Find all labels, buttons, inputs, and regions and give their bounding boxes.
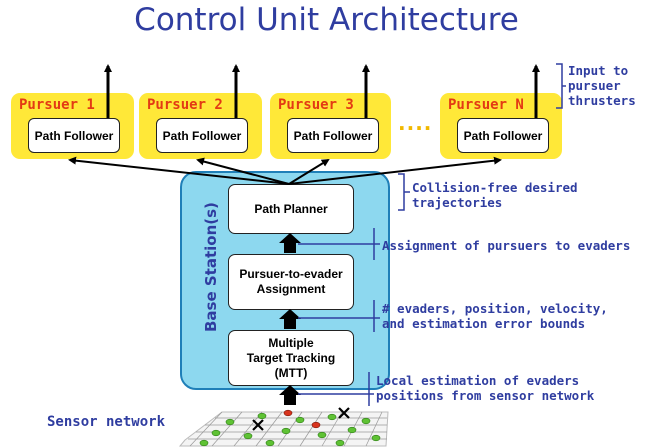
pursuer-n-label: Pursuer N [448,97,524,113]
path-follower-1: Path Follower [28,118,120,153]
block-arrow-to-mtt [279,385,301,405]
trajectory-arrow-2 [196,157,290,185]
pursuer-2-box: Pursuer 2 Path Follower [139,93,262,159]
evader-markers [252,407,350,431]
sensor-node [225,418,235,426]
pursuer-3-box: Pursuer 3 Path Follower [270,93,391,159]
path-follower-3: Path Follower [287,118,379,153]
internal-flow-arrows [279,233,301,405]
sensor-node [243,432,253,440]
annotation-thrusters: Input to pursuer thrusters [568,63,636,108]
assignment-line-2: Assignment [256,282,326,296]
sensor-node [361,417,371,425]
path-follower-2: Path Follower [156,118,248,153]
mtt-line-3: (MTT) [274,365,308,380]
annotation-trajectories: Collision-free desired trajectories [412,180,578,210]
sensor-nodes [199,412,381,447]
trajectory-arrow-n [288,156,502,185]
sensor-node [317,431,327,439]
thruster-output-arrows [104,64,540,118]
path-follower-n: Path Follower [457,118,549,153]
sensor-node [257,412,267,420]
pursuer-1-label: Pursuer 1 [19,97,95,113]
alert-nodes [283,409,321,429]
sensor-network-grid [178,407,389,447]
alert-sensor-node [283,409,293,417]
bracket-thrusters [556,63,563,109]
sensor-node [327,413,337,421]
annotation-leaders [298,63,566,406]
mtt-box: Multiple Target Tracking (MTT) [228,330,354,386]
sensor-node [199,439,209,447]
pursuer-3-label: Pursuer 3 [278,97,354,113]
sensor-node [265,439,275,447]
sensor-node [347,426,357,434]
mtt-line-1: Multiple [268,335,314,350]
path-planner-label: Path Planner [254,201,328,216]
pursuer-1-box: Pursuer 1 Path Follower [11,93,134,159]
mtt-line-2: Target Tracking [246,350,336,365]
trajectory-arrow-1 [68,156,290,185]
annotation-evaders: # evaders, position, velocity, and estim… [382,301,608,331]
trajectory-arrow-3 [288,158,330,185]
pursuer-n-box: Pursuer N Path Follower [440,93,562,159]
diagram-title: Control Unit Architecture [134,2,519,38]
pursuer-2-label: Pursuer 2 [147,97,223,113]
block-arrow-to-assignment [279,309,301,329]
assignment-box: Pursuer-to-evader Assignment [228,254,354,310]
evader-marker-2 [338,407,350,419]
sensor-node [211,429,221,437]
bracket-trajectories [398,173,405,211]
alert-sensor-node [311,421,321,429]
evader-marker-1 [252,419,264,431]
assignment-line-1: Pursuer-to-evader [239,267,343,281]
annotation-local-estimation: Local estimation of evaders positions fr… [376,373,595,403]
sensor-node [281,427,291,435]
sensor-node [295,416,305,424]
trajectory-arrows [68,156,502,185]
sensor-node [371,434,381,442]
ellipsis: .... [398,111,433,135]
annotation-assignment: Assignment of pursuers to evaders [382,238,631,253]
block-arrow-to-planner [279,233,301,253]
sensor-network-label: Sensor network [47,414,166,430]
sensor-node [335,439,345,447]
